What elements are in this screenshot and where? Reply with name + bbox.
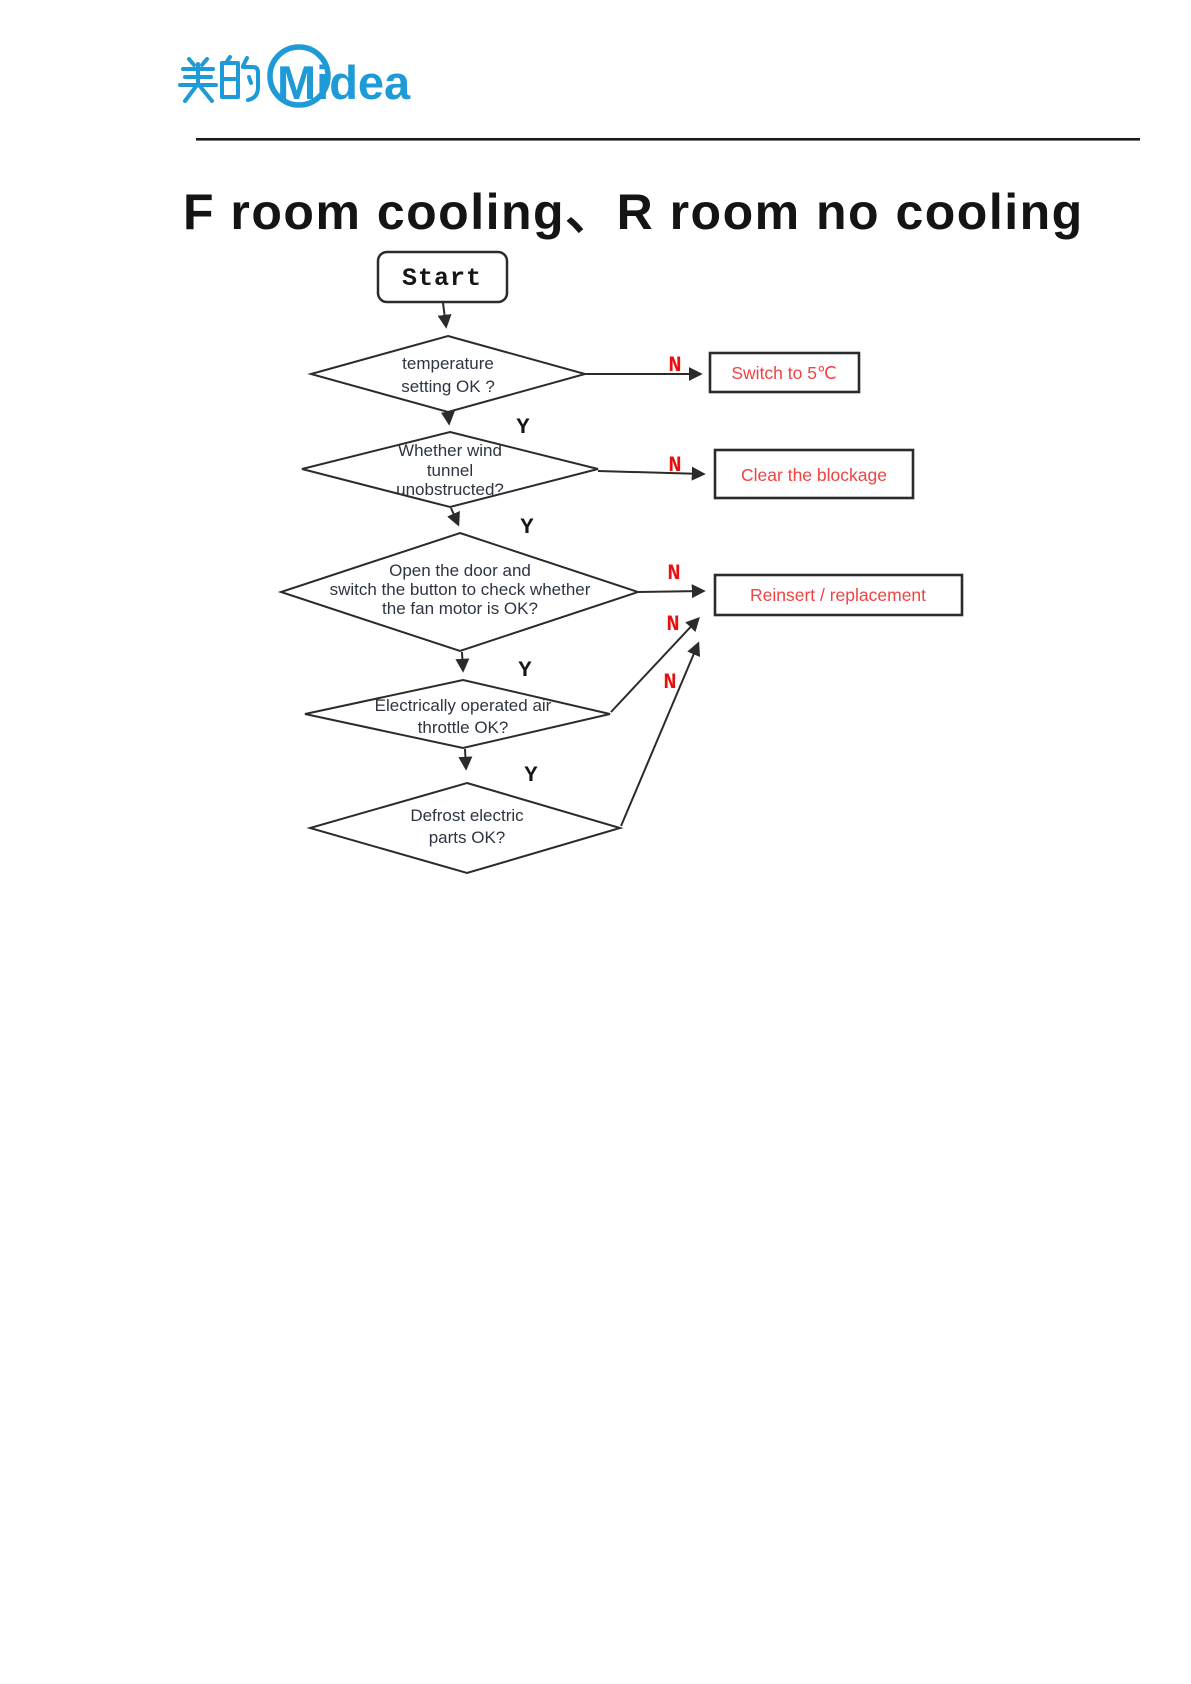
branch-yes-1: Y xyxy=(516,415,530,440)
decision-temperature-setting xyxy=(307,334,589,414)
branch-no-5: N xyxy=(663,670,676,695)
decision-5-line-2: parts OK? xyxy=(429,828,506,847)
logo-wordmark: Midea xyxy=(277,56,411,109)
arrow-d4-no xyxy=(610,616,700,713)
decision-defrost-parts xyxy=(306,781,624,875)
midea-logo: 美的 Midea xyxy=(178,44,411,109)
action-reinsert-label: Reinsert / replacement xyxy=(750,585,926,605)
decision-3-line-2: switch the button to check whether xyxy=(330,580,591,599)
arrow-d3-yes xyxy=(455,651,470,673)
decision-2-line-1: Whether wind xyxy=(398,441,502,460)
flow-connectors xyxy=(437,302,706,827)
decision-5-line-1: Defrost electric xyxy=(410,806,524,825)
branch-yes-2: Y xyxy=(520,515,534,540)
branch-no-2: N xyxy=(668,453,681,478)
arrow-d4-yes xyxy=(458,748,473,771)
decision-3-line-3: the fan motor is OK? xyxy=(382,599,538,618)
decision-fan-motor xyxy=(277,531,642,653)
branch-no-4: N xyxy=(666,612,679,637)
action-switch-label: Switch to 5℃ xyxy=(731,363,836,383)
action-switch-to-5c xyxy=(708,351,861,394)
decision-3-line-1: Open the door and xyxy=(389,561,531,580)
start-node xyxy=(376,250,509,304)
arrow-d3-no xyxy=(637,584,706,599)
logo-cn-glyph-de xyxy=(220,55,260,102)
header-divider xyxy=(196,138,1140,141)
branch-no-1: N xyxy=(668,353,681,378)
decision-2-line-2: tunnel xyxy=(427,461,473,480)
branch-no-3: N xyxy=(667,561,680,586)
logo-circle-icon xyxy=(267,44,331,108)
arrow-d1-yes xyxy=(440,411,455,426)
action-clear-label: Clear the blockage xyxy=(741,465,887,485)
arrow-d5-no xyxy=(620,641,701,827)
branch-yes-3: Y xyxy=(518,658,532,683)
decision-wind-tunnel xyxy=(301,430,599,509)
logo-cn-glyph-mei xyxy=(178,57,218,103)
decision-2-line-3: unobstructed? xyxy=(396,480,504,499)
arrow-start-to-d1 xyxy=(437,302,452,329)
arrow-d2-yes xyxy=(447,507,460,527)
decision-4-line-2: throttle OK? xyxy=(418,718,509,737)
branch-yes-4: Y xyxy=(524,763,538,788)
arrow-d2-no xyxy=(597,466,706,481)
decision-4-line-1: Electrically operated air xyxy=(375,696,552,715)
decision-1-line-1: temperature xyxy=(402,354,494,373)
action-reinsert-replacement xyxy=(713,573,964,617)
page-title: F room cooling、R room no cooling xyxy=(183,184,1084,240)
decision-1-line-2: setting OK ? xyxy=(401,377,495,396)
decision-air-throttle xyxy=(304,678,611,750)
action-clear-blockage xyxy=(713,448,915,500)
start-label: Start xyxy=(402,264,482,293)
